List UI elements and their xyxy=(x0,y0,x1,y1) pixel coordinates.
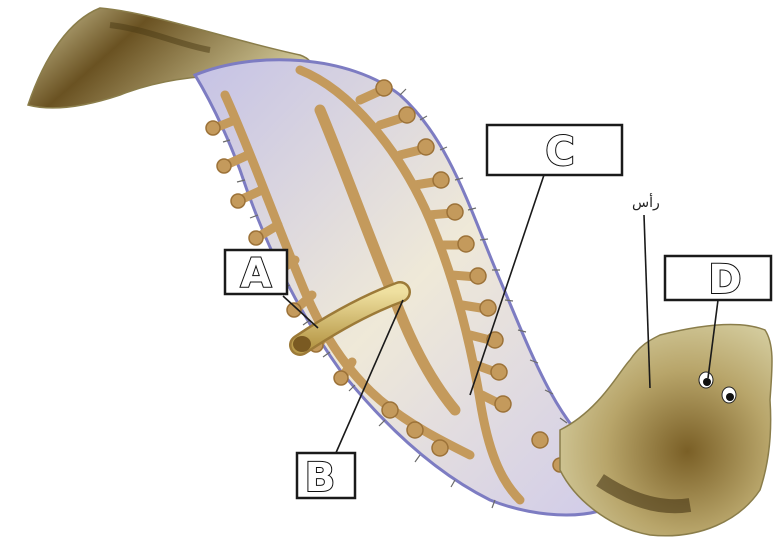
label-box-b: B xyxy=(297,453,355,501)
label-b: B xyxy=(305,455,336,501)
label-box-d: D xyxy=(665,256,771,303)
label-c: C xyxy=(545,129,574,175)
label-box-c: C xyxy=(487,125,622,175)
head-region xyxy=(560,325,772,536)
eyespot-right xyxy=(722,387,736,403)
label-d: D xyxy=(708,257,741,303)
label-box-a: A xyxy=(225,250,287,297)
label-a: A xyxy=(241,251,272,297)
head-text: رأس xyxy=(632,193,660,211)
eyespot-left xyxy=(699,372,713,388)
